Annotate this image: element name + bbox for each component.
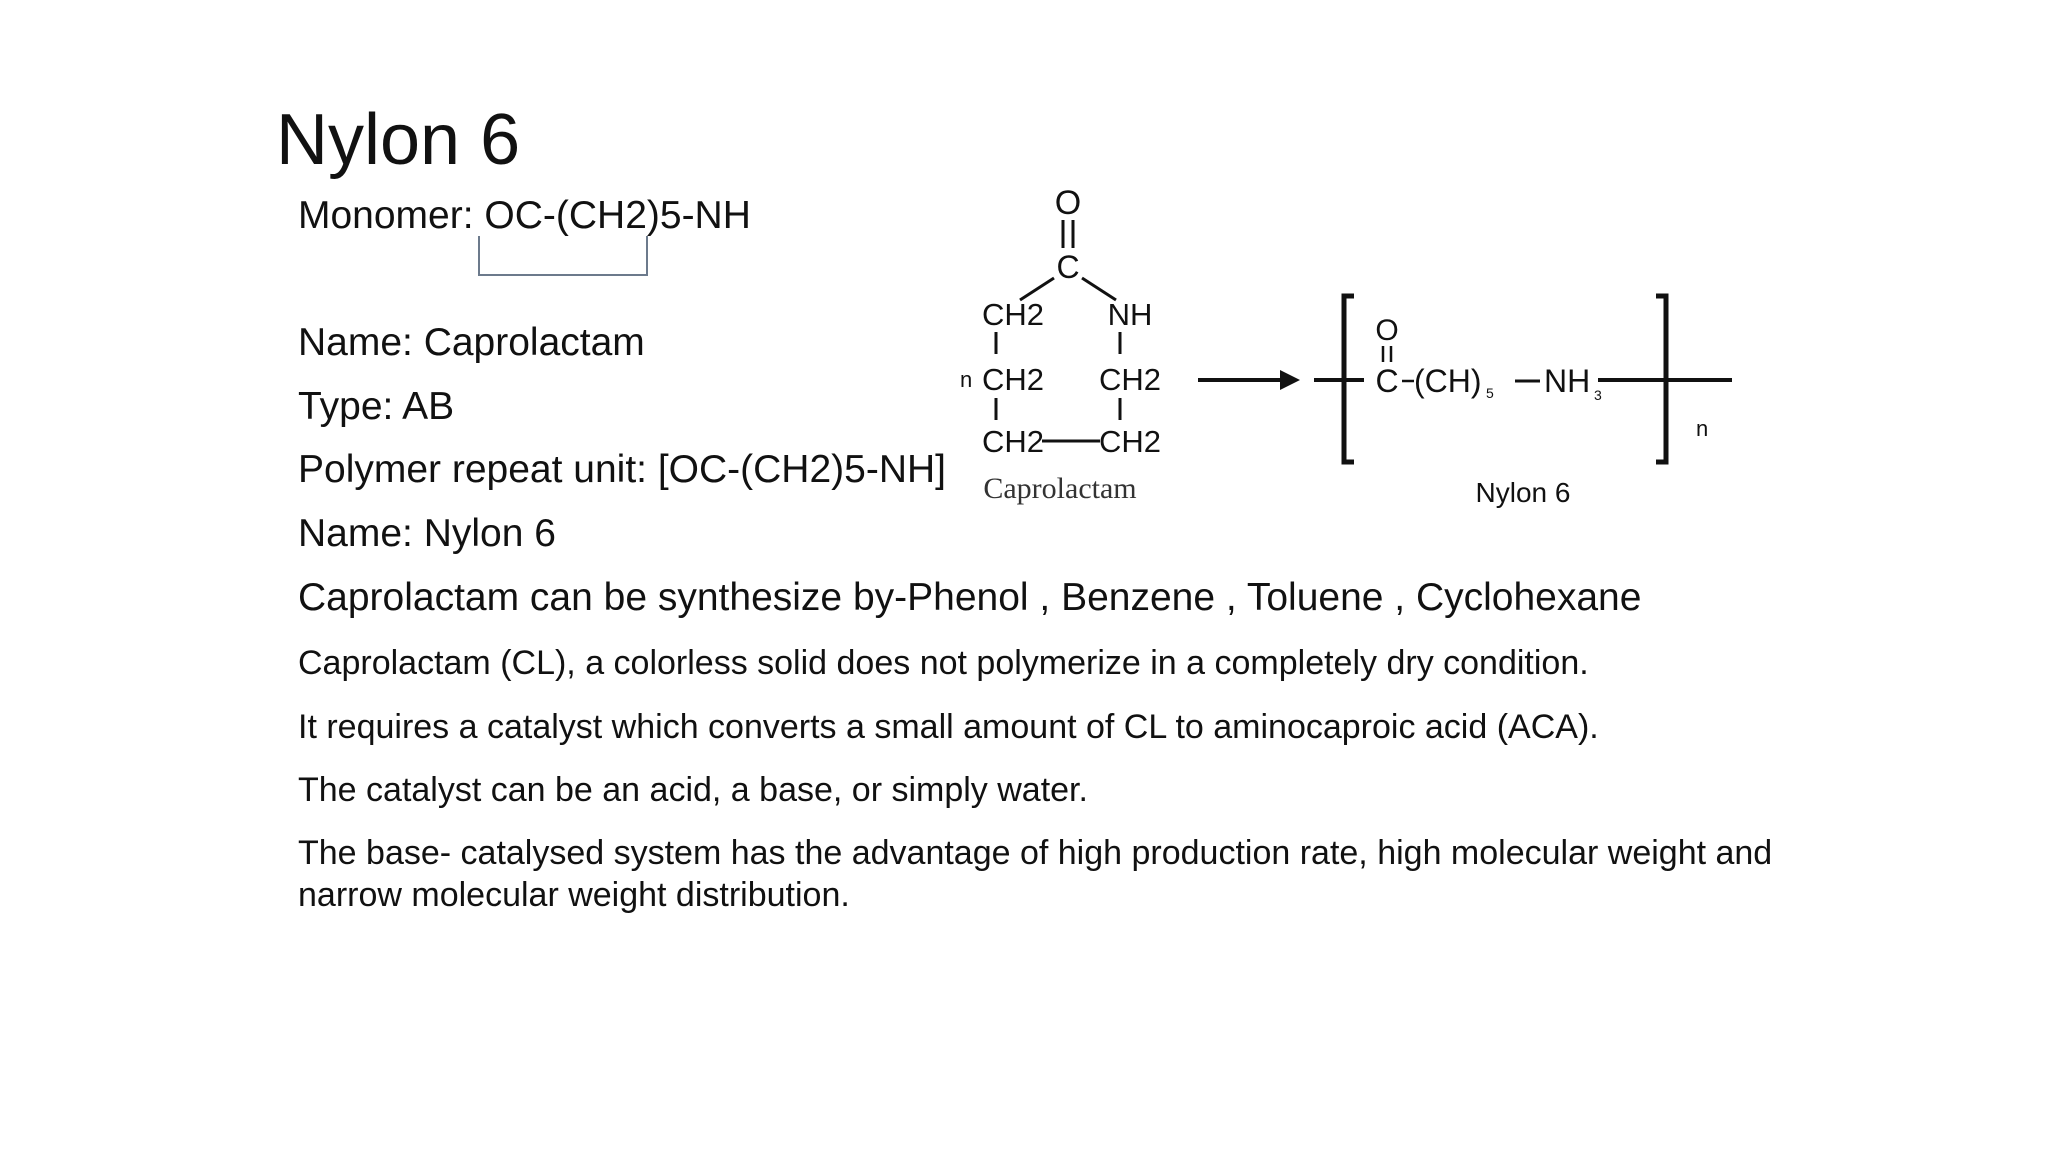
polymer-ch-group: (CH) (1414, 363, 1482, 399)
ring-ch2-right-mid: CH2 (1099, 362, 1161, 397)
ring-ch2-left-mid: CH2 (982, 362, 1044, 397)
nylon6-structure: O C (CH) 5 NH 3 n Nylon 6 (1314, 293, 1732, 508)
repeat-unit-line: Polymer repeat unit: [OC-(CH2)5-NH] (298, 448, 946, 491)
synthesis-line: Caprolactam can be synthesize by-Phenol … (298, 576, 1642, 619)
polymer-oxygen: O (1375, 314, 1398, 347)
paragraph-2: It requires a catalyst which converts a … (298, 708, 1599, 746)
reaction-diagram-svg: O C CH2 NH n CH2 CH2 CH2 CH2 Caprolactam (960, 184, 1732, 508)
paragraph-3: The catalyst can be an acid, a base, or … (298, 771, 1088, 809)
monomer-ring-bracket (478, 236, 648, 276)
reaction-diagram: O C CH2 NH n CH2 CH2 CH2 CH2 Caprolactam (950, 180, 1750, 540)
caprolactam-caption: Caprolactam (983, 472, 1136, 505)
reaction-arrow (1198, 370, 1300, 390)
ring-ch2-left-bot: CH2 (982, 424, 1044, 459)
paragraph-4: The base- catalysed system has the advan… (298, 834, 1773, 914)
polymer-ch-subscript: 5 (1486, 385, 1494, 401)
ring-ch2-top: CH2 (982, 297, 1044, 332)
caprolactam-structure: O C CH2 NH n CH2 CH2 CH2 CH2 Caprolactam (960, 184, 1161, 505)
paragraph-1: Caprolactam (CL), a colorless solid does… (298, 644, 1589, 682)
ring-n-multiplier: n (960, 367, 972, 392)
ring-nh: NH (1108, 297, 1153, 332)
monomer-name-line: Name: Caprolactam (298, 321, 645, 364)
polymer-carbon: C (1375, 363, 1398, 399)
monomer-line: Monomer: OC-(CH2)5-NH (298, 194, 751, 237)
type-line: Type: AB (298, 385, 455, 428)
slide-title: Nylon 6 (276, 100, 521, 180)
nylon6-caption: Nylon 6 (1476, 477, 1571, 508)
polymer-nh: NH (1544, 363, 1590, 399)
ring-ch2-right-bot: CH2 (1099, 424, 1161, 459)
ring-carbon: C (1056, 249, 1079, 285)
polymer-n-repeat: n (1696, 416, 1708, 441)
polymer-name-line: Name: Nylon 6 (298, 512, 556, 555)
polymer-nh-subscript: 3 (1594, 387, 1602, 403)
ring-oxygen: O (1055, 184, 1081, 222)
